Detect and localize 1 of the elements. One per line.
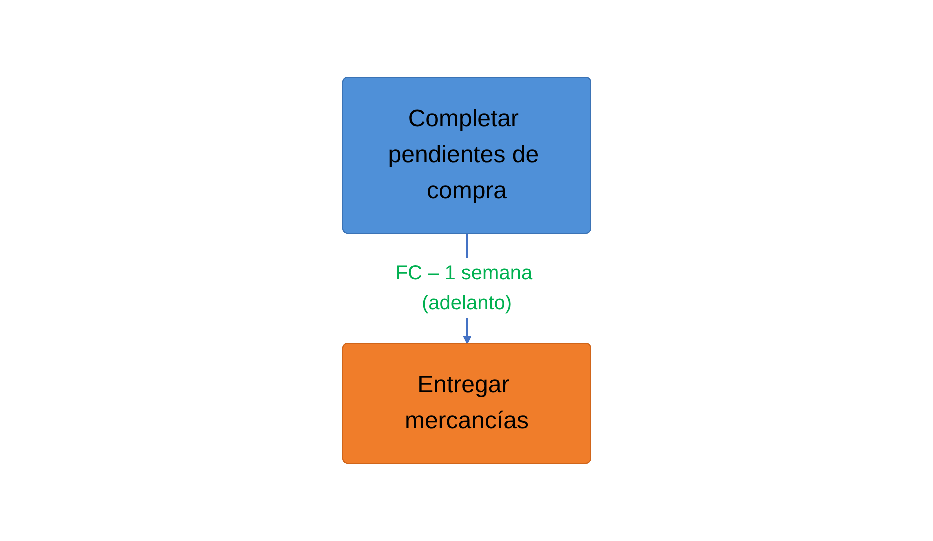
edge-label: FC – 1 semana (adelanto) (395, 262, 532, 314)
